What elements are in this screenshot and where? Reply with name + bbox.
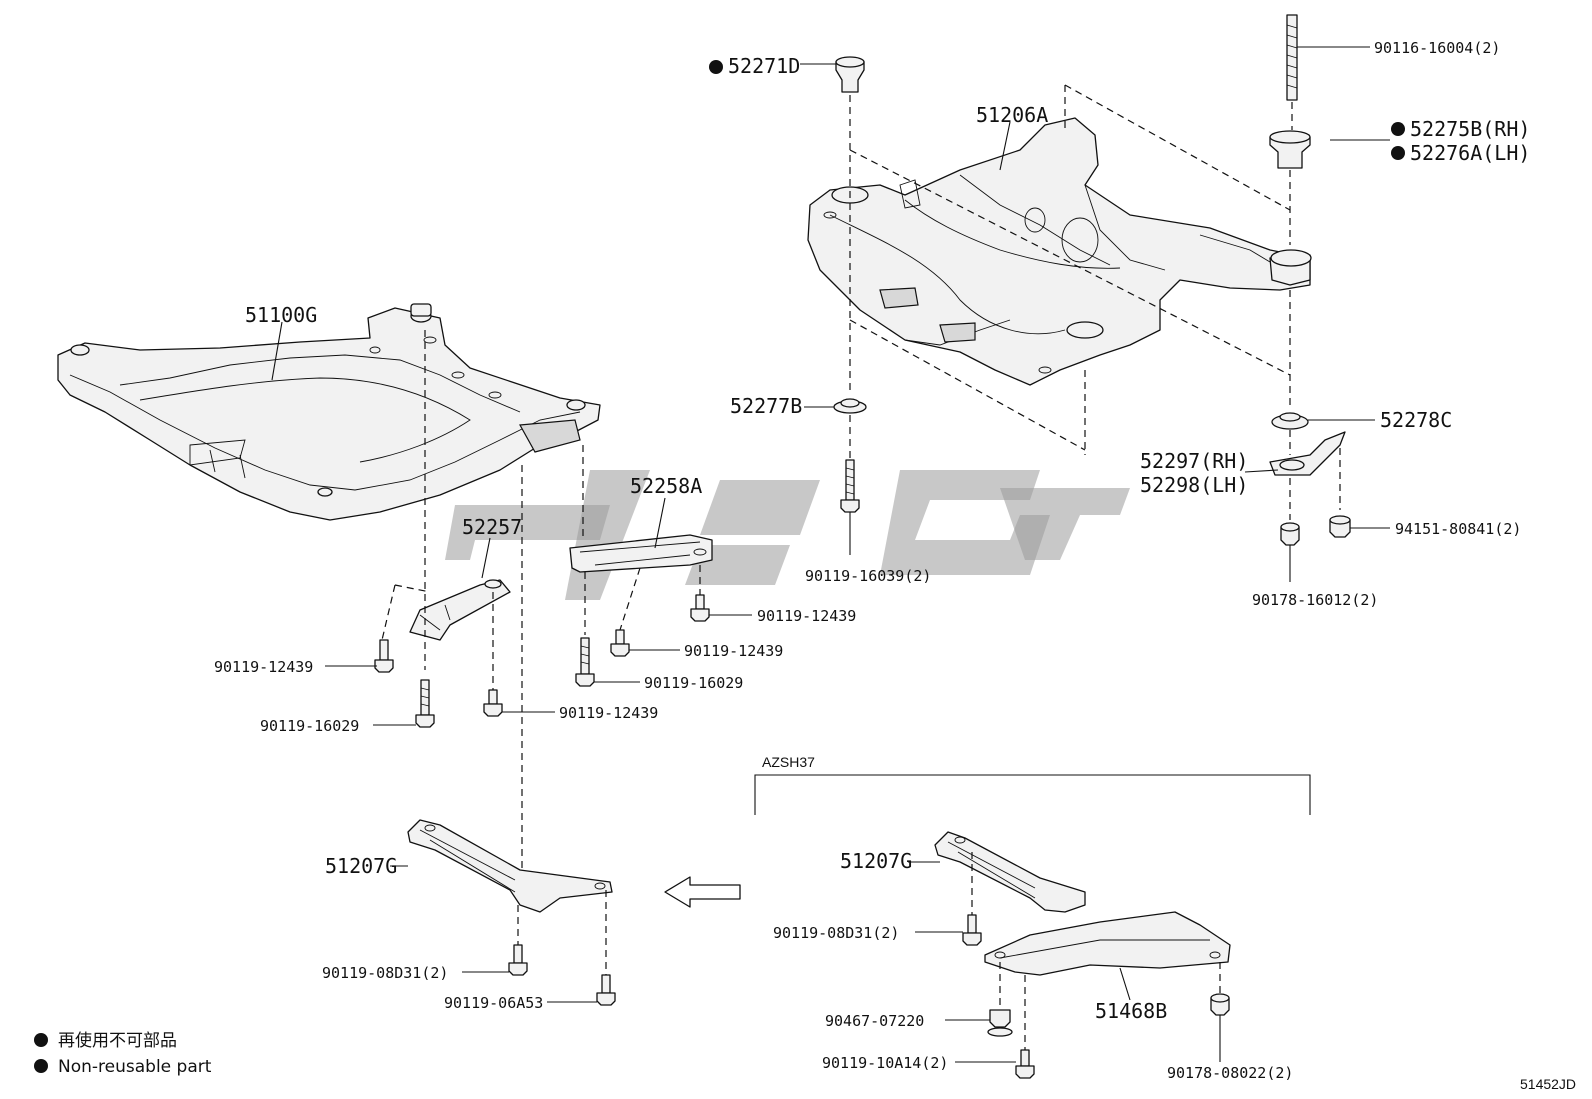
leader-lines [271,46,1390,1063]
label-90119-12439-lower[interactable]: 90119-12439 [559,704,658,722]
label-90119-12439-center[interactable]: 90119-12439 [684,642,783,660]
brace-52258a-shape [569,534,713,635]
cover-51468b-shape [984,911,1231,1079]
label-90119-08d31-right[interactable]: 90119-08D31(2) [773,924,899,942]
stud-90116 [1286,14,1298,130]
direction-arrow [664,876,741,908]
label-90467-07220[interactable]: 90467-07220 [825,1012,924,1030]
variant-bracket [754,774,1311,815]
watermark-logo [445,470,1130,600]
label-51207g-left[interactable]: 51207G [325,854,397,878]
bolt-16012 [1280,522,1300,582]
crossmember-front-shape [57,303,601,521]
label-90119-16029-left[interactable]: 90119-16029 [260,717,359,735]
label-90119-12439-right[interactable]: 90119-12439 [757,607,856,625]
label-90119-12439-left[interactable]: 90119-12439 [214,658,313,676]
label-90178-16012[interactable]: 90178-16012(2) [1252,591,1378,609]
label-52298[interactable]: 52298(LH) [1140,473,1248,497]
label-52278c[interactable]: 52278C [1380,408,1452,432]
label-90119-06a53[interactable]: 90119-06A53 [444,994,543,1012]
stopper-52278c [1271,290,1309,455]
label-52275b[interactable]: 52275B(RH) [1410,117,1530,141]
non-reusable-marker-icon [709,60,723,74]
member-brace-left-shape [407,819,616,1006]
stopper-52277b [833,398,867,460]
label-52257[interactable]: 52257 [462,515,522,539]
label-51207g-right[interactable]: 51207G [840,849,912,873]
bracket-52297 [1269,431,1346,520]
bushing-52275b [1269,130,1311,245]
label-90178-08022[interactable]: 90178-08022(2) [1167,1064,1293,1082]
member-brace-right-shape [934,831,1086,946]
label-51100g[interactable]: 51100G [245,303,317,327]
diagram-code: 51452JD [1520,1076,1576,1092]
non-reusable-marker-icon [1391,122,1405,136]
front-crossmember-dashes [424,330,584,880]
legend-item-jp: 再使用不可部品 [58,1030,177,1051]
label-52258a[interactable]: 52258A [630,474,702,498]
label-90119-16029-center[interactable]: 90119-16029 [644,674,743,692]
legend-item-en: Non-reusable part [58,1057,212,1077]
legend: 再使用不可部品 Non-reusable part [34,1030,212,1077]
label-52277b[interactable]: 52277B [730,394,802,418]
label-52271d[interactable]: 52271D [728,54,800,78]
label-90119-10a14[interactable]: 90119-10A14(2) [822,1054,948,1072]
label-90119-08d31-left[interactable]: 90119-08D31(2) [322,964,448,982]
label-90116-16004[interactable]: 90116-16004(2) [1374,39,1500,57]
bolts-left [374,594,710,728]
legend-marker-icon [34,1059,48,1073]
rear-crossmember-dashes [849,84,1291,455]
label-51468b[interactable]: 51468B [1095,999,1167,1023]
label-52276a[interactable]: 52276A(LH) [1410,141,1530,165]
nut-94151 [1329,515,1351,538]
part-labels: 51100G 51206A 52271D 90116-16004(2) 5227… [214,39,1576,1092]
crossmember-rear-shape [807,117,1312,386]
legend-marker-icon [34,1033,48,1047]
bolt-16039 [840,459,860,555]
label-51206a[interactable]: 51206A [976,103,1048,127]
non-reusable-marker-icon [1391,146,1405,160]
label-90119-16039[interactable]: 90119-16039(2) [805,567,931,585]
label-94151-80841[interactable]: 94151-80841(2) [1395,520,1521,538]
brace-52257-shape [381,579,511,690]
label-52297[interactable]: 52297(RH) [1140,449,1248,473]
label-variant: AZSH37 [762,754,815,770]
bushing-52271d [835,56,865,390]
